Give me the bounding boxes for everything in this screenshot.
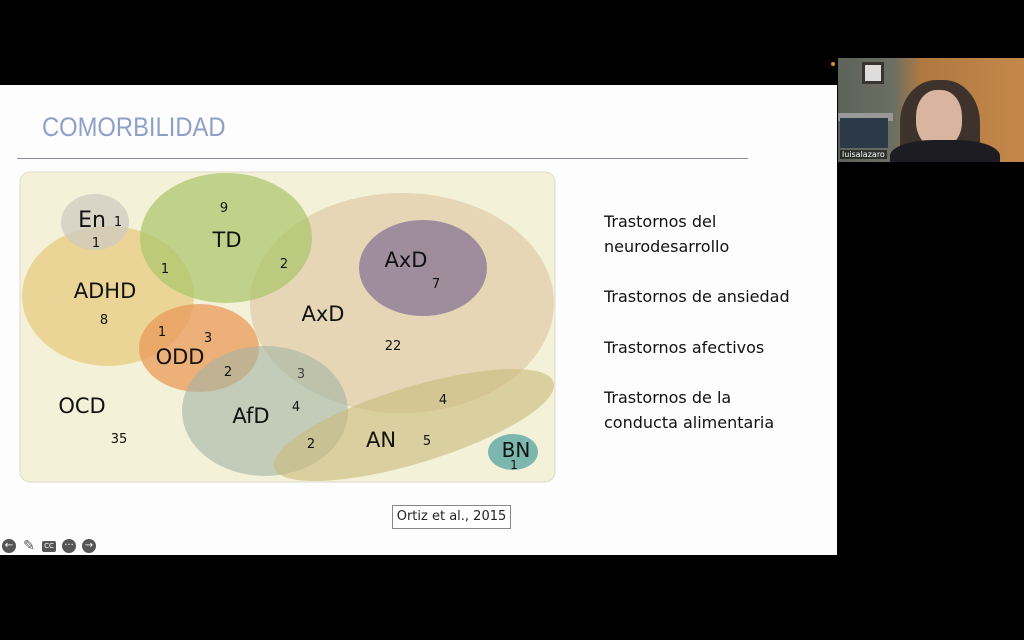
category-eating: Trastornos de la conducta alimentaria	[604, 388, 775, 432]
pen-icon[interactable]: ✎	[23, 538, 35, 554]
person-body	[890, 140, 1000, 162]
arrow-right-icon[interactable]: →	[82, 539, 96, 553]
captions-icon[interactable]: CC	[42, 540, 56, 552]
citation-box: Ortiz et al., 2015	[392, 505, 511, 529]
monitor	[840, 118, 888, 148]
slide-title: COMORBILIDAD	[42, 112, 226, 142]
webcam-thumbnail[interactable]: luisalazaro	[838, 58, 1024, 162]
participant-name: luisalazaro	[840, 150, 887, 159]
shelf	[838, 113, 893, 121]
person-face	[916, 90, 962, 148]
category-affective: Trastornos afectivos	[604, 338, 765, 357]
more-icon[interactable]: ···	[62, 539, 76, 553]
category-anxiety: Trastornos de ansiedad	[604, 287, 790, 306]
recording-dot	[831, 62, 835, 66]
wall-frame	[862, 62, 884, 84]
arrow-left-icon[interactable]: ←	[2, 539, 16, 553]
category-neurodevelopment: Trastornos del neurodesarrollo	[604, 212, 730, 256]
slide-controls: ← ✎ CC ··· →	[2, 539, 96, 553]
presentation-slide: COMORBILIDAD Trastornos del neurodesarro…	[0, 85, 837, 555]
title-divider	[17, 158, 748, 159]
